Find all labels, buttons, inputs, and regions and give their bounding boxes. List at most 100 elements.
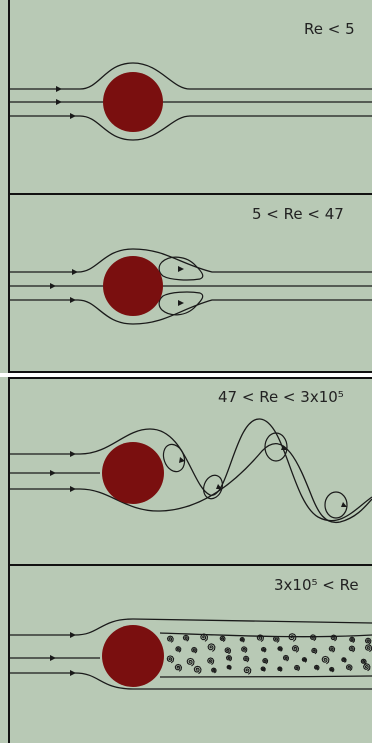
flow-arrow [70, 632, 76, 638]
turbulent-eddy [239, 636, 245, 643]
vortex [202, 474, 224, 500]
flow-arrow [179, 457, 185, 463]
turbulent-eddy [262, 657, 269, 665]
regime-label-turbulent: 3x10⁵ < Re [274, 576, 359, 594]
cylinder [102, 625, 164, 687]
panel-turbulent: 3x10⁵ < Re [10, 576, 372, 690]
turbulent-eddy [360, 658, 367, 665]
bottom-panels-svg: 47 < Re < 3x10⁵ 3x10⁵ < Re [0, 377, 372, 743]
vortex [162, 443, 186, 473]
turbulent-eddy [291, 645, 300, 653]
turbulent-eddy [288, 633, 297, 642]
turbulent-eddy [348, 645, 356, 653]
turbulent-eddy [311, 647, 318, 655]
panel-vortex-street: 47 < Re < 3x10⁵ [10, 388, 372, 524]
flow-arrow [178, 266, 184, 272]
turbulent-eddy [207, 643, 216, 652]
flow-arrow [72, 269, 78, 275]
turbulent-eddy [345, 664, 353, 672]
turbulent-eddy [329, 666, 335, 673]
flow-arrow [70, 113, 76, 119]
turbulent-eddy [191, 646, 198, 654]
wake-boundary-upper [159, 632, 372, 638]
turbulent-eddy [364, 644, 372, 653]
flow-arrow [70, 451, 76, 457]
turbulent-eddy [225, 655, 233, 662]
turbulent-eddy [207, 657, 215, 665]
turbulent-eddy [272, 635, 280, 643]
turbulent-eddy [224, 647, 232, 655]
streamline-wavy-upper [10, 418, 372, 522]
turbulent-eddy [321, 655, 330, 665]
turbulent-eddy [282, 654, 290, 662]
panel-separated: 5 < Re < 47 [10, 205, 372, 325]
recirculation-eddy-lower [158, 291, 204, 316]
flow-arrow [56, 86, 62, 92]
flow-arrow [178, 300, 184, 306]
turbulent-eddy [277, 646, 283, 652]
turbulent-eddy [328, 645, 336, 653]
regime-label-vortex-street: 47 < Re < 3x10⁵ [218, 388, 344, 406]
streamline-upper [10, 618, 372, 636]
top-panel-group: Re < 5 5 < Re < 47 [0, 0, 372, 373]
turbulent-eddy [330, 634, 338, 642]
streamline-lower [10, 672, 372, 690]
turbulent-eddy [174, 663, 183, 672]
turbulent-eddy [243, 655, 250, 663]
flow-arrow [56, 99, 62, 105]
turbulent-eddy [256, 634, 264, 643]
turbulent-eddy [294, 664, 301, 672]
turbulent-eddies [166, 633, 372, 675]
turbulent-eddy [186, 657, 195, 667]
cylinder [103, 256, 163, 316]
turbulent-eddy [200, 633, 209, 642]
streamline-lower [10, 115, 372, 141]
turbulent-eddy [260, 646, 267, 653]
vortex [264, 432, 288, 462]
turbulent-eddy [301, 657, 308, 663]
turbulent-eddy [166, 635, 174, 643]
turbulent-eddy [277, 666, 283, 672]
bottom-panel-group: 47 < Re < 3x10⁵ 3x10⁵ < Re [0, 377, 372, 743]
turbulent-eddy [341, 657, 347, 663]
streamline-upper [10, 248, 372, 273]
top-panels-svg: Re < 5 5 < Re < 47 [0, 0, 372, 373]
flow-arrow [50, 283, 56, 289]
turbulent-eddy [260, 666, 266, 672]
turbulent-eddy [226, 664, 232, 671]
turbulent-eddy [309, 634, 317, 642]
turbulent-eddy [211, 667, 217, 674]
flow-arrow [70, 670, 76, 676]
panel-steady: Re < 5 [10, 20, 372, 141]
bottom-panels-background [0, 377, 372, 743]
regime-label-steady: Re < 5 [304, 20, 355, 38]
turbulent-eddy [182, 634, 190, 642]
streamline-wavy-lower [10, 443, 372, 524]
cylinder [103, 72, 163, 132]
flow-arrow [70, 297, 76, 303]
turbulent-eddy [175, 646, 182, 653]
top-panels-background [0, 0, 372, 373]
recirculation-eddy-upper [158, 256, 204, 281]
turbulent-eddy [166, 655, 175, 664]
wake-boundary-lower [159, 675, 372, 678]
flow-arrow [216, 484, 222, 489]
turbulent-eddy [349, 636, 356, 644]
cylinder [102, 442, 164, 504]
flow-arrow [70, 486, 76, 492]
turbulent-eddy [363, 663, 371, 672]
turbulent-eddy [313, 664, 320, 671]
streamline-lower [10, 299, 372, 325]
flow-arrow [341, 502, 347, 507]
turbulent-eddy [219, 635, 226, 643]
turbulent-eddy [364, 637, 372, 645]
turbulent-eddy [243, 666, 252, 675]
regime-label-separated: 5 < Re < 47 [252, 205, 344, 223]
vortex [324, 491, 348, 519]
turbulent-eddy [241, 646, 248, 654]
flow-arrow [50, 470, 56, 476]
flow-arrow [281, 445, 287, 450]
streamline-upper [10, 62, 372, 90]
flow-arrow [50, 655, 56, 661]
turbulent-eddy [193, 665, 202, 675]
